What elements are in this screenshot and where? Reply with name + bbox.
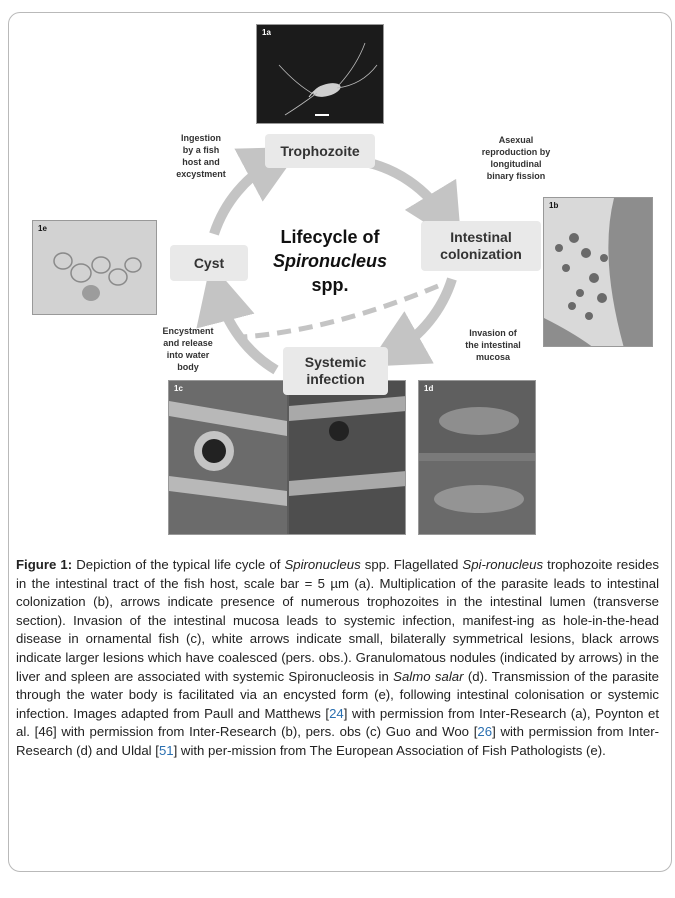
- note-ingestion: Ingestion by a fish host and excystment: [161, 132, 241, 180]
- caption-text: ] with per-mission from The European Ass…: [174, 743, 606, 758]
- caption-text: Depiction of the typical life cycle of: [72, 557, 284, 572]
- title-line-1: Lifecycle of: [280, 227, 379, 247]
- arrow-trophozoite-to-colonization: [360, 161, 446, 220]
- photo-1c-systemic: 1c: [168, 380, 406, 535]
- caption-text: spp. Flagellated: [361, 557, 463, 572]
- photo-1a-trophozoite: 1a: [256, 24, 384, 124]
- photo-1d-label: 1d: [424, 384, 433, 393]
- photo-1e-cyst: 1e: [32, 220, 157, 315]
- caption-italic: Salmo salar: [393, 669, 463, 684]
- photo-1c-label: 1c: [174, 384, 183, 393]
- note-invasion: Invasion of the intestinal mucosa: [448, 327, 538, 363]
- stage-systemic-infection: Systemic infection: [283, 347, 388, 395]
- photo-1b-colonization: 1b: [543, 197, 653, 347]
- note-asexual-reproduction: Asexual reproduction by longitudinal bin…: [466, 134, 566, 182]
- reference-link-51[interactable]: 51: [159, 743, 174, 758]
- note-encystment: Encystment and release into water body: [148, 325, 228, 373]
- lifecycle-figure: 1a 1b 1e: [18, 22, 658, 542]
- caption-text: trophozoite resides in the intestinal tr…: [16, 557, 659, 684]
- title-line-2: Spironucleus: [265, 249, 395, 273]
- photo-1e-label: 1e: [38, 224, 47, 233]
- caption-italic: Spi-ronucleus: [462, 557, 543, 572]
- stage-cyst: Cyst: [170, 245, 248, 281]
- caption-label: Figure 1:: [16, 557, 72, 572]
- photo-1a-label: 1a: [262, 28, 271, 37]
- photo-1b-label: 1b: [549, 201, 558, 210]
- title-line-3: spp.: [311, 275, 348, 295]
- arrow-colonization-to-systemic: [393, 279, 452, 352]
- caption-italic: Spironucleus: [284, 557, 360, 572]
- reference-link-24[interactable]: 24: [329, 706, 344, 721]
- stage-intestinal-colonization: Intestinal colonization: [421, 221, 541, 271]
- lifecycle-title: Lifecycle of Spironucleus spp.: [265, 225, 395, 297]
- reference-link-26[interactable]: 26: [477, 724, 492, 739]
- photo-1d-nodules: 1d: [418, 380, 536, 535]
- stage-trophozoite: Trophozoite: [265, 134, 375, 168]
- figure-caption: Figure 1: Depiction of the typical life …: [16, 556, 659, 761]
